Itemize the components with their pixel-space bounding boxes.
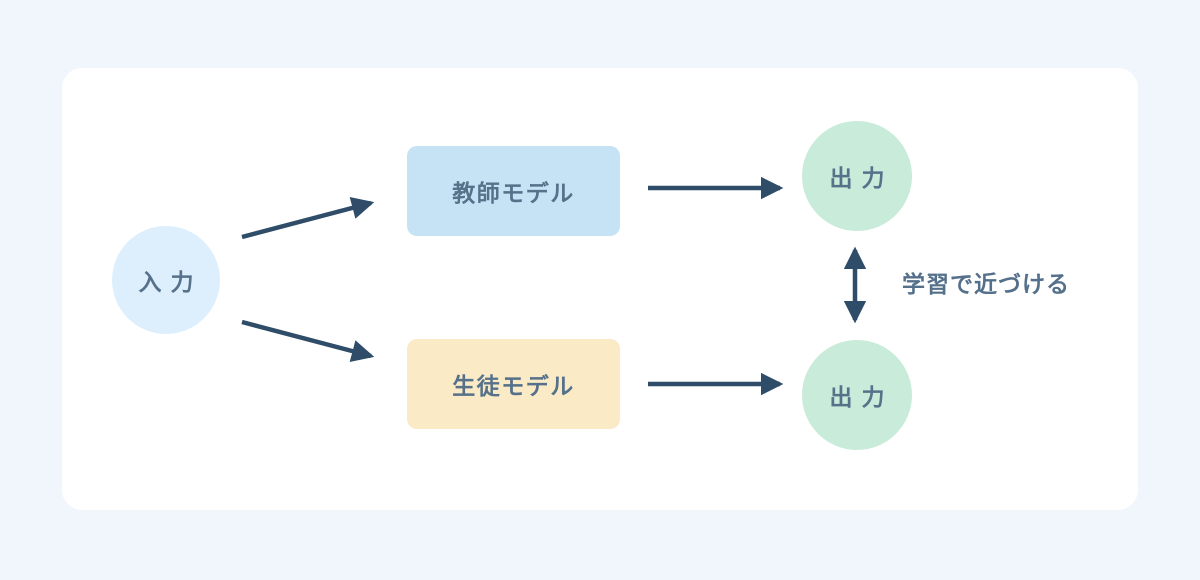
input-label: 入力 (138, 270, 203, 296)
input-node: 入力 (112, 226, 220, 334)
output-student-node: 出力 (802, 340, 912, 450)
annotation-label: 学習で近づける (902, 272, 1070, 298)
teacher-model-label: 教師モデル (452, 181, 575, 207)
output-teacher-node: 出力 (802, 121, 912, 231)
output-teacher-label: 出力 (829, 166, 894, 192)
student-model-node: 生徒モデル (407, 339, 620, 429)
student-model-label: 生徒モデル (452, 374, 575, 400)
diagram-card (62, 68, 1138, 510)
teacher-model-node: 教師モデル (407, 146, 620, 236)
output-student-label: 出力 (829, 385, 894, 411)
